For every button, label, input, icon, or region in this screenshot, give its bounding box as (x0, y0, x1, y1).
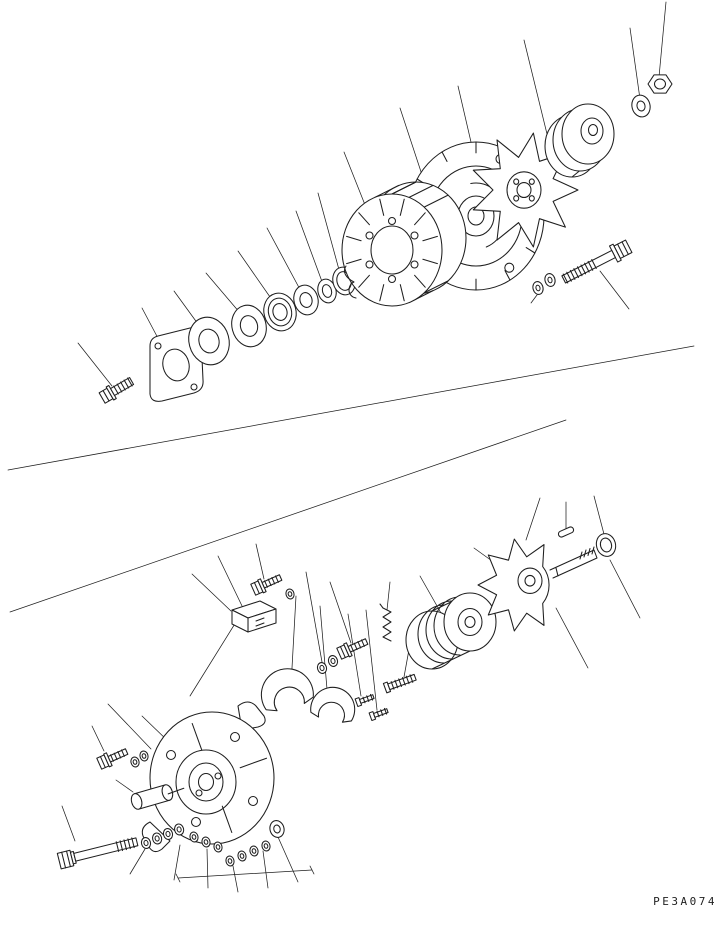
screw (336, 638, 369, 660)
small-washer (532, 281, 544, 295)
bearing (263, 292, 297, 332)
spacer-tube (130, 784, 174, 810)
small-washer (139, 750, 149, 762)
washer-set (140, 823, 185, 849)
rectifier-plate (260, 668, 314, 712)
lock-washer (631, 94, 651, 118)
bottom-bracket-line (175, 865, 315, 883)
stator-core (341, 181, 467, 307)
screw (250, 574, 283, 596)
small-washer (316, 662, 328, 674)
reference-lines (7, 345, 695, 613)
washer (231, 304, 267, 348)
rectifier-plate (310, 686, 356, 723)
drawing-code: PE3A074 (653, 895, 717, 908)
pulley (544, 103, 615, 178)
long-through-bolt (56, 837, 139, 870)
seal-washer (188, 316, 230, 366)
retainer-ring (595, 533, 617, 557)
brush-holder (231, 600, 277, 633)
rear-end-bracket (141, 701, 275, 853)
mounting-bolt (98, 377, 135, 404)
leader-lines-top (77, 1, 667, 387)
through-bolt (561, 239, 633, 284)
small-washer (130, 756, 140, 768)
rotor (477, 538, 598, 632)
nut-washer-set (189, 820, 285, 867)
screw (354, 693, 375, 708)
small-washer (327, 655, 339, 667)
shaft-key (557, 526, 575, 538)
leader-lines-bottom (61, 495, 641, 893)
small-bolt (96, 748, 129, 770)
field-coil (405, 592, 497, 670)
shaft-threads (579, 546, 595, 560)
brush-spring (379, 603, 392, 642)
terminal-stud (382, 673, 417, 694)
washer (293, 284, 319, 316)
small-washer (285, 588, 295, 600)
screw (368, 707, 389, 722)
stator-lead-wire (343, 265, 357, 299)
pulley-nut (647, 74, 673, 94)
small-washer (544, 273, 556, 287)
